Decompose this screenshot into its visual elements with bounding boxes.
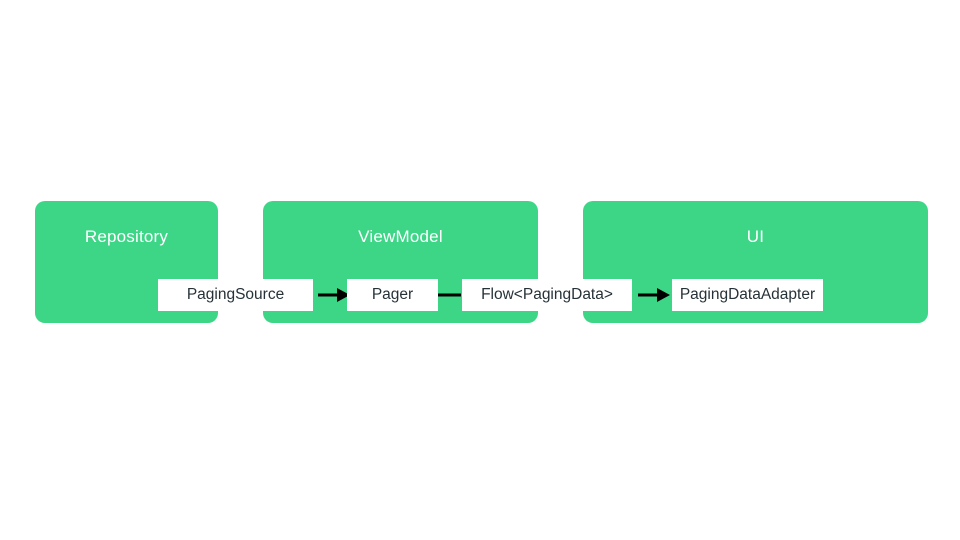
component-pagingdataadapter: PagingDataAdapter bbox=[672, 279, 823, 311]
component-pager: Pager bbox=[347, 279, 438, 311]
repository-label: Repository bbox=[84, 227, 169, 246]
component-pagingdataadapter-label: PagingDataAdapter bbox=[679, 286, 816, 303]
viewmodel-label: ViewModel bbox=[358, 227, 443, 246]
component-pagingsource-label: PagingSource bbox=[186, 286, 285, 303]
ui-label: UI bbox=[746, 227, 765, 246]
component-pager-label: Pager bbox=[371, 286, 414, 303]
component-flow-pagingdata: Flow<PagingData> bbox=[462, 279, 632, 311]
component-flow-pagingdata-label: Flow<PagingData> bbox=[481, 286, 613, 303]
repository-container: Repository bbox=[35, 201, 218, 323]
component-pagingsource: PagingSource bbox=[158, 279, 313, 311]
